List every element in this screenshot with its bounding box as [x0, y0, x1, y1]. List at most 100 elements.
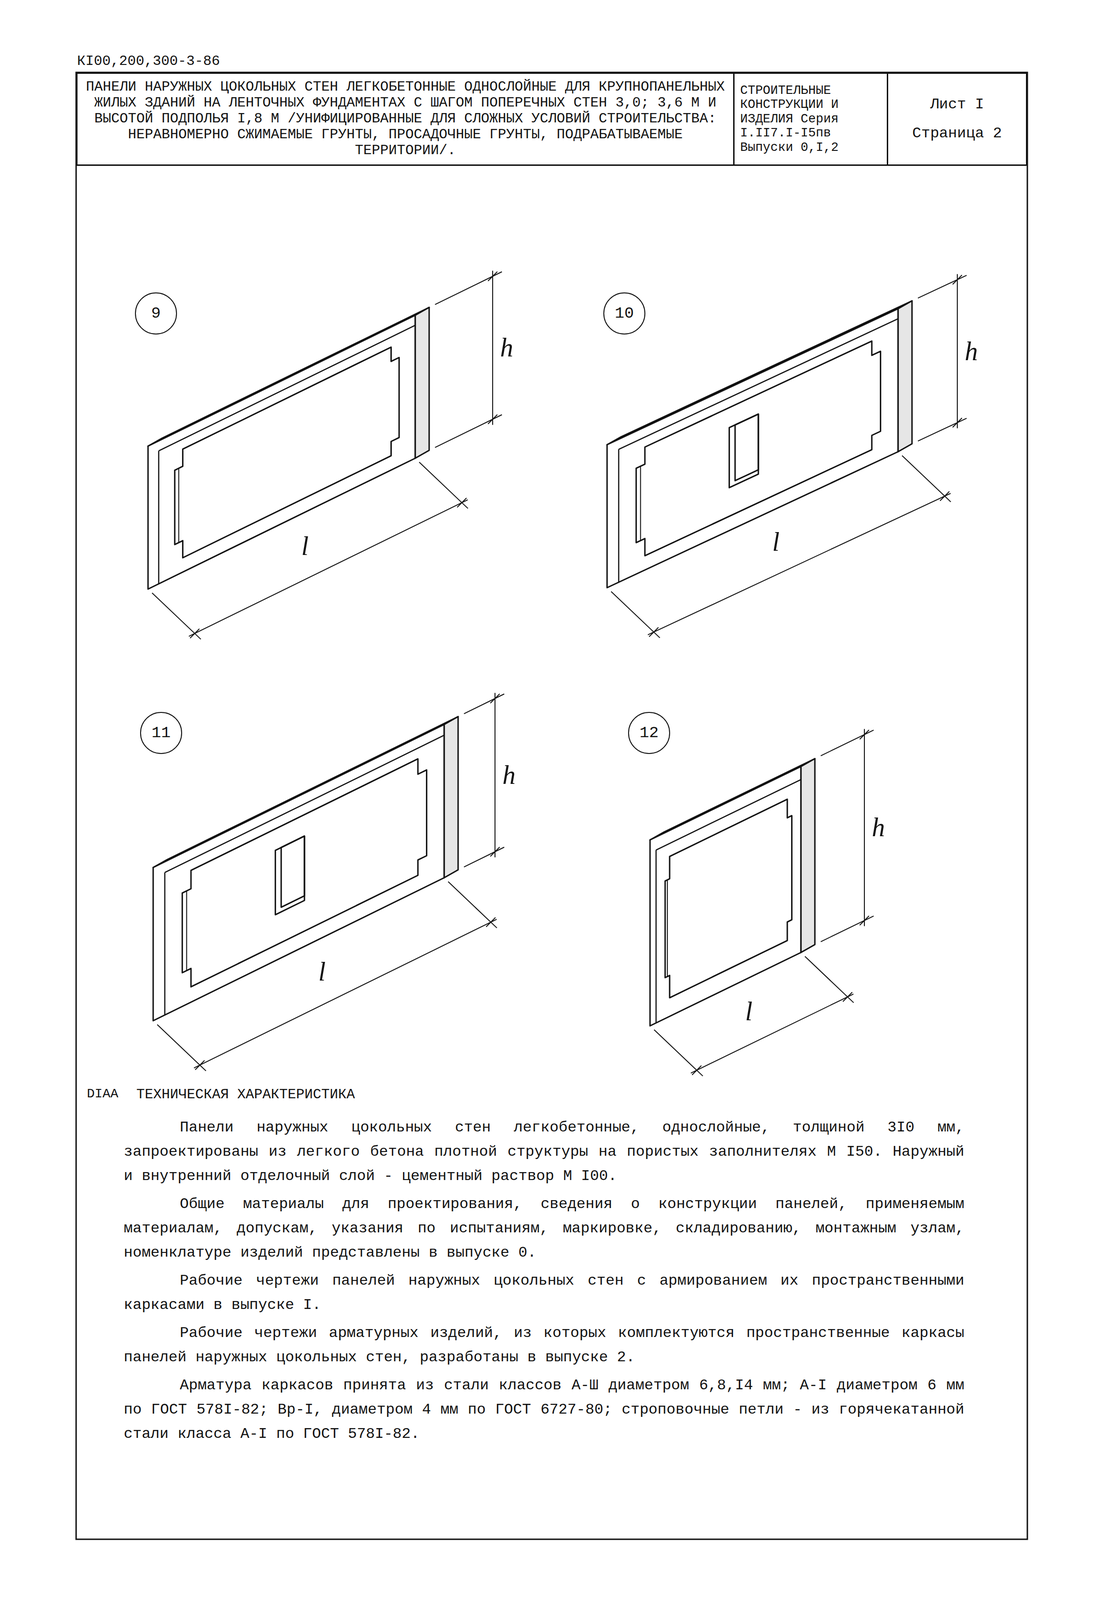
panel-face	[729, 413, 759, 488]
wall-panel	[148, 307, 430, 589]
dimension-label: h	[964, 338, 978, 365]
panel-face	[174, 346, 399, 558]
panel-edge	[655, 849, 658, 1023]
wall-panel	[650, 758, 815, 1026]
callout-number: 9	[134, 292, 177, 335]
node-text: ПАНЕЛИ НАРУЖНЫХ ЦОКОЛЬНЫХ СТЕН ЛЕГКОБЕТО…	[84, 79, 727, 159]
note-paragraph: Общие материалы для проектирования, свед…	[123, 1191, 965, 1265]
dimension-stroke	[490, 846, 500, 856]
dimension-stroke	[492, 270, 494, 425]
dimension-stroke	[859, 729, 870, 739]
panel-face	[182, 758, 427, 987]
dimension-stroke	[902, 455, 951, 502]
dimension-stroke	[952, 275, 962, 285]
panel-face	[636, 340, 881, 556]
panel-face	[281, 835, 305, 907]
dimension-label: h	[871, 813, 885, 841]
dimension-stroke	[464, 693, 505, 714]
series-cell: СТРОИТЕЛЬНЫЕ КОНСТРУКЦИИ И ИЗДЕЛИЯ Серия…	[733, 72, 889, 166]
dimension-label: h	[500, 334, 514, 361]
dimension-stroke	[820, 729, 874, 756]
node-text: СТРОИТЕЛЬНЫЕ КОНСТРУКЦИИ И ИЗДЕЛИЯ Серия…	[740, 83, 882, 156]
dimension-label: h	[502, 761, 516, 788]
dimension-stroke	[188, 499, 468, 637]
wall-panel	[607, 300, 913, 588]
callout-number: 12	[628, 711, 671, 754]
dimension-stroke	[918, 275, 967, 298]
dimension-stroke	[435, 271, 503, 305]
panel-edge	[158, 450, 160, 584]
dimension-line	[654, 728, 874, 1076]
dimension-stroke	[457, 497, 467, 508]
dimension-label: l	[301, 532, 309, 559]
panel-edge	[158, 325, 416, 451]
node-text: 12	[639, 723, 659, 742]
dimension-stroke	[448, 881, 497, 928]
dimension-stroke	[195, 1060, 205, 1070]
dimension-stroke	[152, 592, 201, 639]
panel-face	[153, 724, 445, 1021]
section-heading: ТЕХНИЧЕСКАЯ ХАРАКТЕРИСТИКА	[136, 1086, 355, 1103]
stamp-mark: DIAA	[86, 1086, 119, 1101]
dimension-stroke	[157, 1024, 206, 1071]
dimension-stroke	[805, 955, 854, 1003]
node-text: 9	[151, 304, 161, 323]
dimension-stroke	[692, 1065, 702, 1075]
dimension-stroke	[193, 919, 497, 1068]
wall-panel	[153, 716, 459, 1021]
dimension-stroke	[611, 591, 660, 638]
dimension-label: l	[745, 997, 753, 1025]
panel-edge	[666, 879, 668, 976]
panel-edge	[618, 449, 620, 583]
dimension-stroke	[952, 417, 962, 428]
node-text: 11	[151, 723, 171, 742]
dimension-line	[157, 692, 505, 1071]
dimension-line	[611, 274, 967, 638]
panel-face	[800, 758, 815, 953]
sheet-frame	[76, 72, 1028, 1539]
dimension-stroke	[647, 493, 951, 635]
dimension-stroke	[820, 915, 874, 942]
dimension-stroke	[486, 917, 496, 927]
dimension-label: l	[318, 958, 326, 985]
dimension-stroke	[435, 414, 503, 448]
panel-edge	[178, 467, 180, 543]
panel-face	[607, 308, 898, 588]
dimension-line	[152, 270, 503, 639]
note-paragraph: Панели наружных цокольных стен легкобето…	[123, 1115, 965, 1188]
panel-face	[148, 315, 416, 589]
drawing-number: КI00,200,300-3-86	[77, 53, 220, 70]
dimension-stroke	[464, 846, 505, 867]
dimension-stroke	[487, 271, 498, 281]
node-text: 10	[615, 304, 635, 323]
panel-edge	[164, 872, 166, 1015]
panel-edge	[640, 466, 642, 541]
panel-edge	[186, 890, 188, 971]
dimension-stroke	[863, 728, 865, 926]
dimension-stroke	[490, 693, 500, 703]
panel-face	[444, 716, 459, 878]
dimension-stroke	[690, 993, 854, 1073]
panel-face	[275, 835, 305, 915]
callout-number: 11	[140, 711, 183, 754]
dimension-stroke	[654, 1029, 703, 1076]
note-paragraph: Рабочие чертежи арматурных изделий, из к…	[123, 1320, 965, 1370]
panel-face	[650, 766, 801, 1026]
dimension-stroke	[649, 627, 659, 637]
panel-face	[897, 300, 913, 452]
title-cell: ПАНЕЛИ НАРУЖНЫХ ЦОКОЛЬНЫХ СТЕН ЛЕГКОБЕТО…	[76, 72, 735, 166]
dimension-stroke	[842, 991, 853, 1002]
note-paragraph: Арматура каркасов принята из стали класс…	[123, 1372, 965, 1446]
dimension-stroke	[487, 414, 498, 424]
panel-face	[415, 307, 430, 459]
sheet-cell: Лист IСтраница 2	[886, 72, 1028, 166]
dimension-stroke	[419, 461, 468, 509]
panel-edge	[656, 779, 801, 850]
dimension-stroke	[190, 628, 200, 638]
text-block: Панели наружных цокольных стен легкобето…	[123, 1115, 965, 1450]
panel-face	[664, 798, 792, 998]
note-paragraph: Рабочие чертежи панелей наружных цокольн…	[123, 1268, 965, 1317]
dimension-stroke	[918, 417, 967, 441]
dimension-stroke	[859, 915, 870, 925]
